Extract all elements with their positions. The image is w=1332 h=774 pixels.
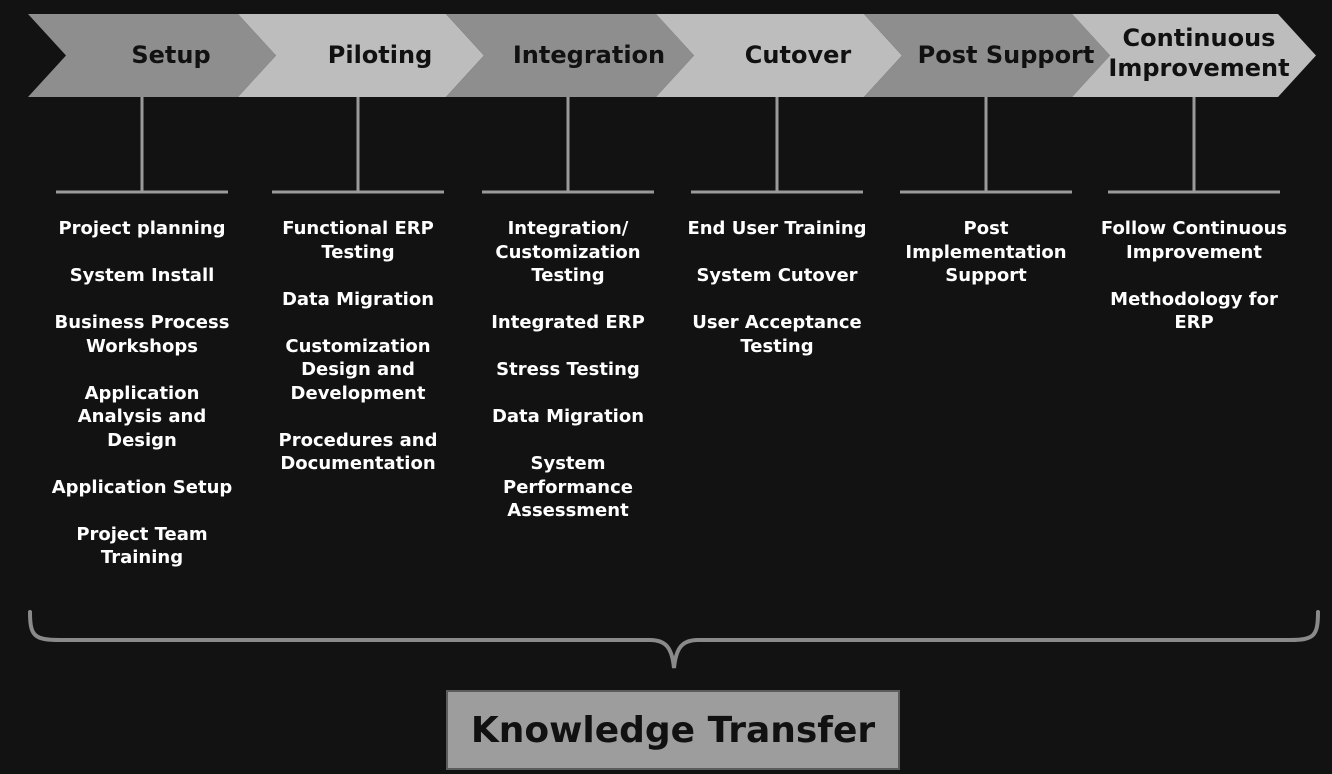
phase-chevrons: Setup Piloting Integration Cutover Post Supp… xyxy=(28,14,1316,97)
task-item: Integration/ Customization Testing xyxy=(495,218,641,286)
task-item: User Acceptance Testing xyxy=(692,312,862,357)
phase-chevron-cutover xyxy=(656,14,902,97)
phase-label-line: Continuous xyxy=(1123,24,1276,52)
phase-label-setup: Setup xyxy=(131,41,210,69)
task-item: Methodology for ERP xyxy=(1110,288,1278,334)
phase-label-piloting: Piloting xyxy=(328,41,433,69)
brace xyxy=(28,610,1320,669)
knowledge-transfer-box: Knowledge Transfer xyxy=(446,690,900,770)
phase-label-post-support: Post Support xyxy=(918,41,1095,69)
task-item: System Install xyxy=(69,265,215,286)
knowledge-transfer-label: Knowledge Transfer xyxy=(470,709,876,751)
phase-connectors xyxy=(56,97,1280,194)
task-item: System Performance Assessment xyxy=(503,453,633,521)
phase-chevron-continuous-improvement xyxy=(1072,14,1316,97)
task-item: Application Analysis and Design xyxy=(77,382,207,451)
task-list-post-support: Post Implementation Support xyxy=(886,217,1086,311)
phase-chevron-setup xyxy=(28,14,276,97)
task-item: System Cutover xyxy=(696,265,858,286)
phase-chevron-post-support xyxy=(864,14,1110,97)
phase-label-integration: Integration xyxy=(513,41,665,69)
task-item: Data Migration xyxy=(281,288,435,310)
task-item: Procedures and Documentation xyxy=(278,429,438,475)
task-item: Customization Design and Development xyxy=(285,335,431,404)
task-item: Stress Testing xyxy=(496,359,640,380)
task-item: Functional ERP Testing xyxy=(282,218,434,263)
task-item: Integrated ERP xyxy=(491,312,645,333)
task-item: Data Migration xyxy=(491,406,645,427)
phase-label-line: Improvement xyxy=(1108,54,1289,82)
task-item: Application Setup xyxy=(51,476,233,498)
phase-chevron-integration xyxy=(446,14,694,97)
task-item: End User Training xyxy=(687,218,867,239)
task-item: Project Team Training xyxy=(76,523,208,569)
task-item: Follow Continuous Improvement xyxy=(1100,218,1288,263)
task-item: Business Process Workshops xyxy=(54,312,230,357)
phase-label-cutover: Cutover xyxy=(745,41,852,69)
task-item: Post Implementation Support xyxy=(905,218,1067,286)
task-item: Project planning xyxy=(58,218,226,239)
phase-chevron-piloting xyxy=(238,14,484,97)
